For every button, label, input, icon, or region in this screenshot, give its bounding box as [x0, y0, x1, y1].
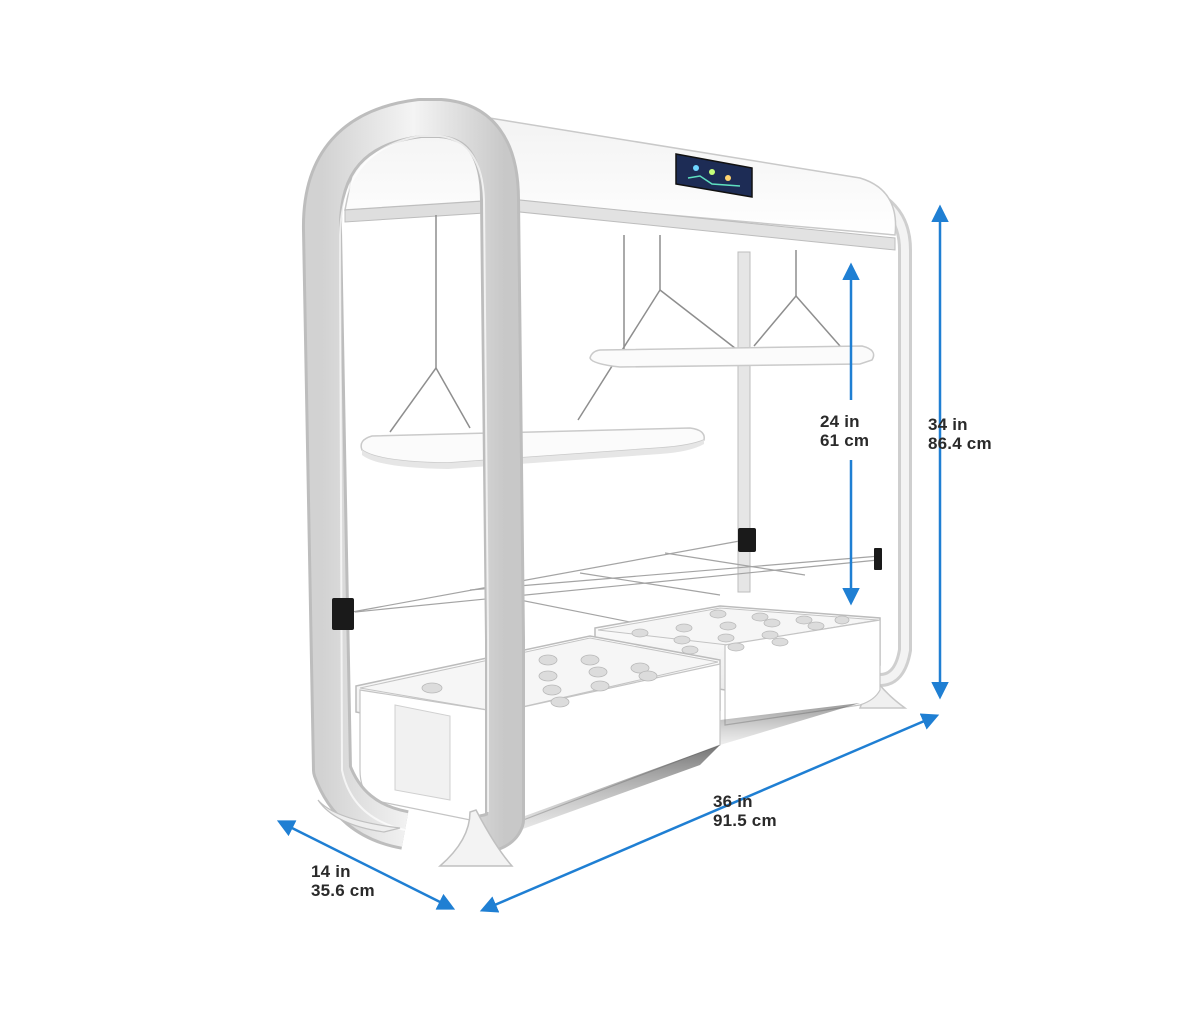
- control-screen: [675, 153, 753, 198]
- clearance-imperial: 24 in: [820, 412, 860, 431]
- depth-dimension-label: 14 in 35.6 cm: [311, 862, 375, 900]
- right-grow-light: [577, 235, 875, 421]
- height-imperial: 34 in: [928, 415, 968, 434]
- clearance-metric: 61 cm: [820, 431, 870, 450]
- depth-arrow: [276, 820, 456, 910]
- width-arrow: [479, 713, 940, 913]
- dimension-arrows: [276, 204, 949, 913]
- height-dimension-label: 34 in 86.4 cm: [928, 415, 992, 453]
- depth-imperial: 14 in: [311, 862, 351, 881]
- width-metric: 91.5 cm: [713, 811, 777, 830]
- clearance-dimension-label: 24 in 61 cm: [820, 412, 869, 450]
- height-metric: 86.4 cm: [928, 434, 992, 453]
- width-dimension-label: 36 in 91.5 cm: [713, 792, 777, 830]
- width-imperial: 36 in: [713, 792, 753, 811]
- left-planter-tray: [355, 635, 721, 830]
- left-grow-light: [360, 215, 705, 469]
- depth-metric: 35.6 cm: [311, 881, 375, 900]
